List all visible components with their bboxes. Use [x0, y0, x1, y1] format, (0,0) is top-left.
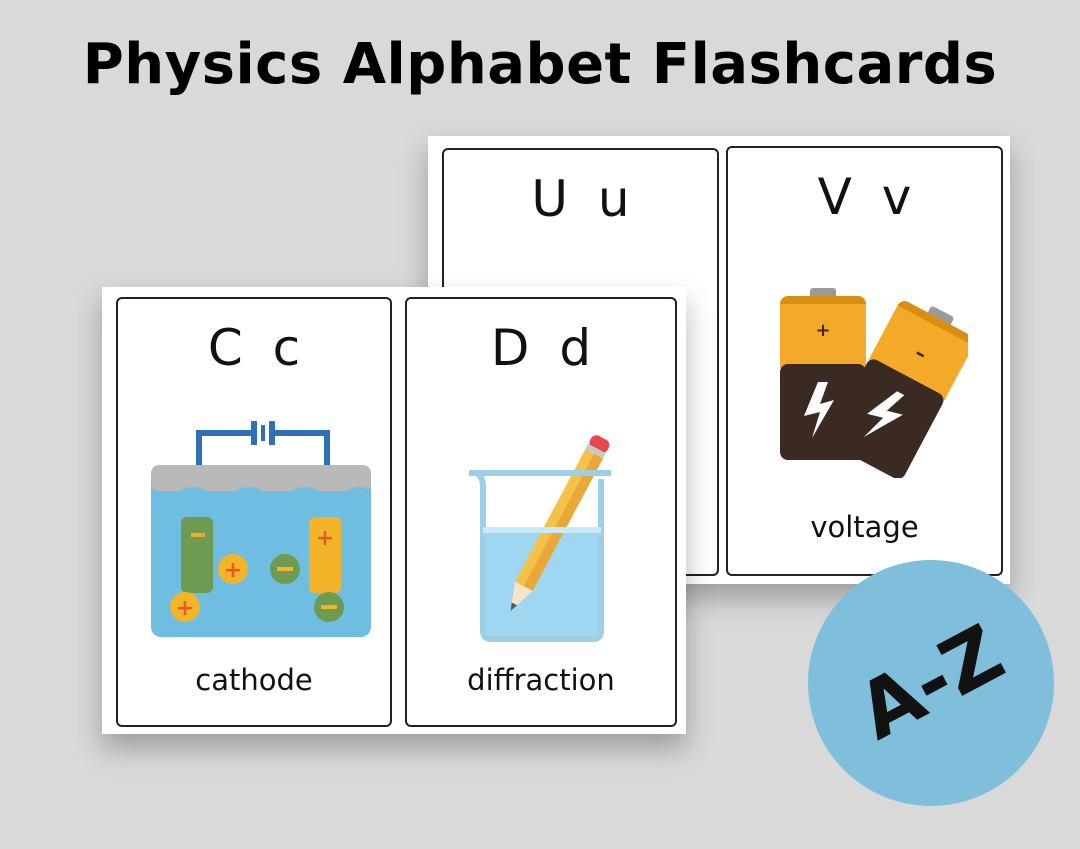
flashcard-d: D d diffraction	[405, 297, 677, 727]
flashcard-c: C c + + + cathode	[116, 297, 392, 727]
card-letter: C c	[207, 319, 301, 377]
svg-text:+: +	[224, 558, 242, 583]
card-letter: U u	[531, 170, 630, 228]
card-letter: D d	[490, 319, 592, 377]
battery-icon: + –	[780, 288, 968, 478]
beaker-pencil-icon	[469, 435, 611, 642]
svg-text:+: +	[176, 596, 194, 621]
a-z-badge: A-Z	[808, 560, 1054, 806]
svg-text:+: +	[316, 526, 334, 551]
flashcard-v: V v + – voltage	[726, 146, 1003, 576]
svg-text:+: +	[815, 320, 830, 341]
page-title: Physics Alphabet Flashcards	[82, 32, 998, 97]
card-word: diffraction	[467, 663, 615, 697]
card-word: cathode	[195, 663, 313, 697]
card-letter: V v	[817, 168, 912, 226]
card-word: voltage	[810, 510, 919, 544]
electrolysis-icon: + + +	[151, 421, 371, 637]
flashcard-sheet-front: C c + + + cathode	[102, 287, 686, 734]
